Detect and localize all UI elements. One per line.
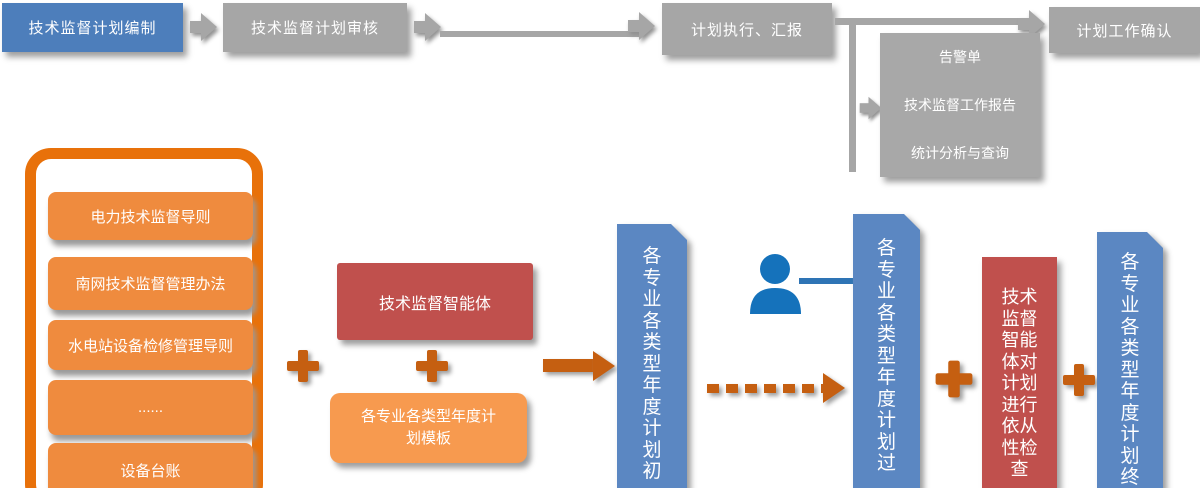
plan-initial-draft-label: 各 专 业 各 类 型 年 度 计 划 初 [617,224,687,488]
plan-process-draft-doc: 各 专 业 各 类 型 年 度 计 划 过 [853,214,920,488]
dashed-arrow-right-icon [707,384,825,393]
arrow-right-icon [414,13,441,41]
plan-final-draft-doc: 各 专 业 各 类 型 年 度 计 划 终 [1097,232,1163,488]
kb-item-csg-method: 南网技术监督管理办法 [48,257,253,310]
plus-icon [416,350,448,382]
flow-step-plan-confirm: 计划工作确认 [1049,7,1200,53]
connector-line-vertical [849,25,856,172]
outputs-panel: 告警单 技术监督工作报告 统计分析与查询 [880,33,1040,177]
flow-step-plan-execute: 计划执行、汇报 [662,3,832,55]
arrow-right-icon [628,12,655,40]
flow-step-plan-review: 技术监督计划审核 [223,3,407,52]
flow-step-plan-compile: 技术监督计划编制 [2,3,183,52]
connector-line [835,18,1020,25]
panel-item-alert: 告警单 [939,49,981,65]
connector-line [440,31,640,37]
person-connector-line [799,278,855,284]
arrow-right-icon [190,13,217,41]
panel-item-stats: 统计分析与查询 [911,145,1009,161]
dashed-arrow-head-icon [823,373,845,403]
plan-initial-draft-doc: 各 专 业 各 类 型 年 度 计 划 初 [617,224,687,488]
arrow-right-icon [593,351,615,381]
plan-final-draft-label: 各 专 业 各 类 型 年 度 计 划 终 [1097,232,1163,488]
compliance-check-box: 技术 监督 智能 体对 计划 进行 依从 性检 查 [982,257,1057,488]
template-box: 各专业各类型年度计 划模板 [330,393,527,463]
plus-icon [1063,364,1095,396]
panel-item-report: 技术监督工作报告 [904,97,1016,113]
plus-icon [935,360,973,398]
arrow-right-icon [859,96,882,120]
plus-icon [287,350,319,382]
plan-process-draft-label: 各 专 业 各 类 型 年 度 计 划 过 [853,214,920,488]
kb-item-power-guideline: 电力技术监督导则 [48,192,253,240]
kb-item-ellipsis: ...... [48,380,253,435]
kb-item-hydro-guideline: 水电站设备检修管理导则 [48,320,253,370]
arrow-right-icon [1018,10,1045,38]
kb-item-equipment-ledger: 设备台账 [48,443,253,488]
person-icon [750,254,801,314]
arrow-right-icon [543,359,595,372]
agent-box: 技术监督智能体 [337,263,533,340]
knowledge-base-container [25,148,263,488]
